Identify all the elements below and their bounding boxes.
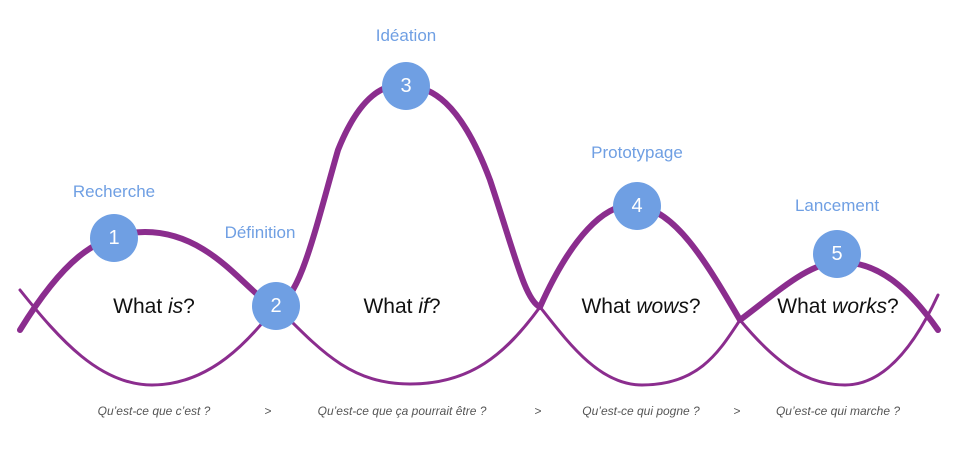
question-what-if: What if?	[363, 295, 440, 319]
sub-question-2: Qu’est-ce que ça pourrait être ?	[317, 404, 487, 418]
question-prefix: What	[363, 295, 419, 318]
stage-node-4: 4	[613, 182, 661, 230]
question-prefix: What	[777, 295, 833, 318]
question-emphasis: works	[832, 295, 888, 318]
question-emphasis: is	[168, 295, 184, 318]
question-suffix: ?	[183, 295, 195, 318]
question-emphasis: wows	[636, 295, 689, 318]
question-prefix: What	[581, 295, 637, 318]
stage-node-2: 2	[252, 282, 300, 330]
stage-node-5: 5	[813, 230, 861, 278]
stage-label-lancement: Lancement	[794, 196, 880, 215]
question-emphasis: if	[418, 295, 429, 318]
question-suffix: ?	[688, 295, 701, 318]
separator-2: >	[534, 404, 542, 418]
sub-question-1: Qu’est-ce que c’est ?	[97, 404, 211, 418]
question-what-is: What is?	[113, 295, 195, 319]
question-suffix: ?	[428, 295, 441, 318]
stage-label-prototypage: Prototypage	[591, 143, 683, 162]
stage-label-recherche: Recherche	[72, 182, 156, 201]
sub-question-3: Qu’est-ce qui pogne ?	[582, 404, 700, 418]
stage-label-definition: Définition	[224, 223, 296, 242]
separator-1: >	[264, 404, 272, 418]
question-prefix: What	[113, 295, 168, 318]
stage-node-3: 3	[382, 62, 430, 110]
curve-upper	[17, 82, 941, 333]
sub-question-4: Qu’est-ce qui marche ?	[775, 404, 901, 418]
separator-3: >	[733, 404, 741, 418]
stage-node-1: 1	[90, 214, 138, 262]
curve-lower	[18, 288, 940, 387]
stage-label-ideation: Idéation	[375, 26, 437, 45]
question-what-wows: What wows?	[581, 295, 700, 319]
question-suffix: ?	[887, 295, 899, 318]
question-what-works: What works?	[777, 295, 898, 319]
